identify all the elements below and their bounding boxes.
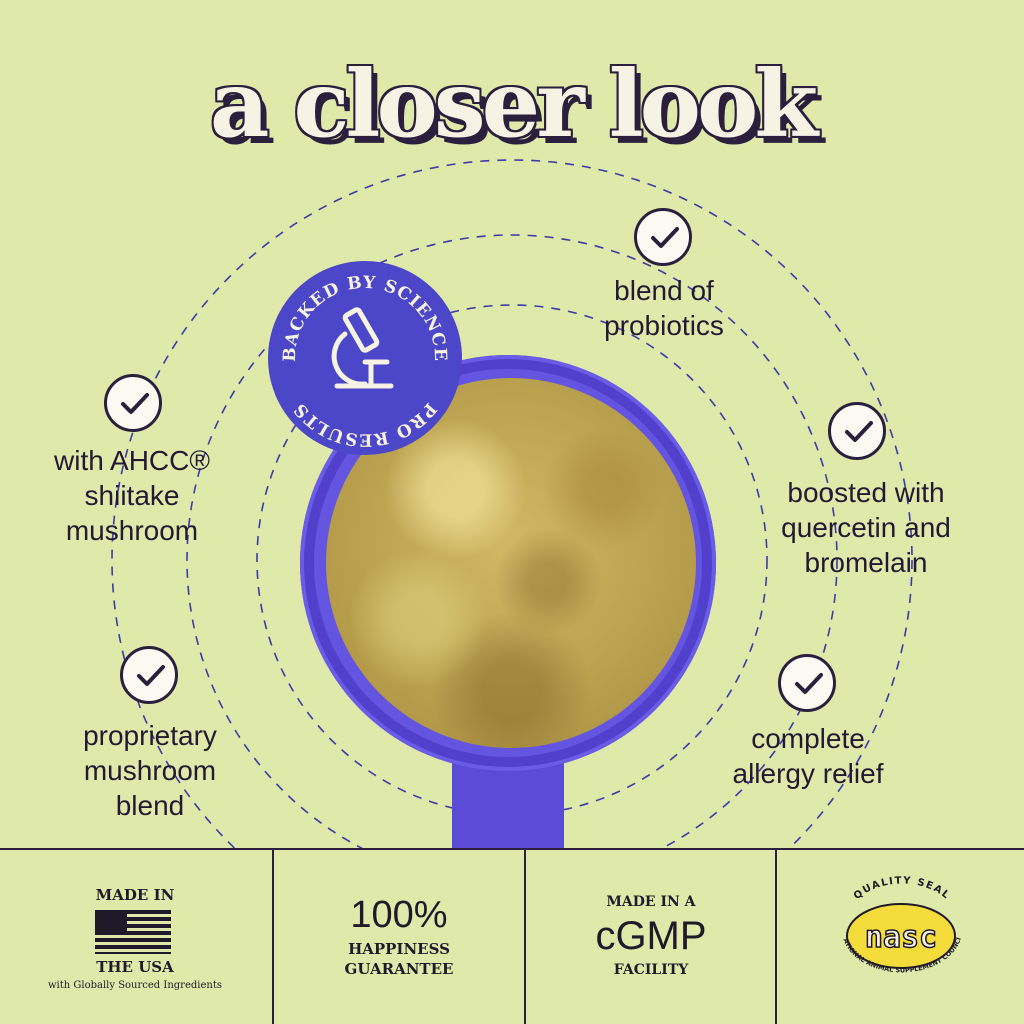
cgmp-big: cGMP — [595, 914, 707, 958]
footer-divider — [272, 850, 274, 1024]
backed-by-science-badge: BACKED BY SCIENCE PRO RESULTS — [268, 261, 462, 455]
us-flag-icon — [95, 910, 171, 954]
cgmp-line1: MADE IN A — [606, 894, 696, 910]
dashed-arcs — [111, 159, 913, 848]
check-icon-quercetin — [828, 402, 886, 460]
nasc-quality-seal: QUALITY SEAL nasc NATIONAL ANIMAL SUPPLE… — [774, 844, 1024, 1024]
nasc-seal-graphic: QUALITY SEAL nasc NATIONAL ANIMAL SUPPLE… — [774, 844, 963, 974]
page-title: a closer look — [209, 50, 818, 158]
check-icon-ahcc — [104, 374, 162, 432]
check-icon-probiotics — [634, 208, 692, 266]
cgmp-facility-seal: MADE IN A cGMP FACILITY — [526, 850, 776, 1024]
check-icon-mushroom — [120, 646, 178, 704]
check-icon-allergy — [778, 654, 836, 712]
made-in-usa-seal: MADE IN THE USA with Globally Sourced In… — [10, 850, 260, 1024]
usa-line2: THE USA — [96, 958, 174, 976]
nasc-logo-text: nasc — [865, 920, 937, 955]
microscope-icon — [331, 307, 394, 389]
feature-quercetin: boosted with quercetin and bromelain — [781, 477, 951, 578]
footer-divider — [524, 850, 526, 1024]
nasc-top-text: QUALITY SEAL — [852, 875, 951, 902]
guarantee-line2: GUARANTEE — [344, 960, 454, 978]
cgmp-line2: FACILITY — [613, 962, 689, 978]
feature-allergy: complete allergy relief — [732, 723, 884, 789]
feature-ahcc: with AHCC® shiitake mushroom — [54, 445, 210, 546]
dashed-arc-middle — [186, 234, 838, 848]
svg-text:QUALITY SEAL: QUALITY SEAL — [852, 875, 952, 902]
guarantee-line1: HAPPINESS — [348, 940, 450, 958]
dashed-arc-outer — [111, 159, 913, 848]
feature-mushroom: proprietary mushroom blend — [83, 720, 217, 821]
guarantee-big: 100% — [350, 894, 448, 936]
usa-line1: MADE IN — [95, 886, 175, 904]
footer-divider — [775, 850, 777, 1024]
usa-note: with Globally Sourced Ingredients — [48, 980, 222, 991]
trust-footer: MADE IN THE USA with Globally Sourced In… — [0, 844, 1024, 1024]
dashed-arc-inner — [256, 304, 768, 816]
happiness-guarantee-seal: 100% HAPPINESS GUARANTEE — [274, 850, 524, 1024]
feature-probiotics: blend of probiotics — [604, 275, 724, 341]
